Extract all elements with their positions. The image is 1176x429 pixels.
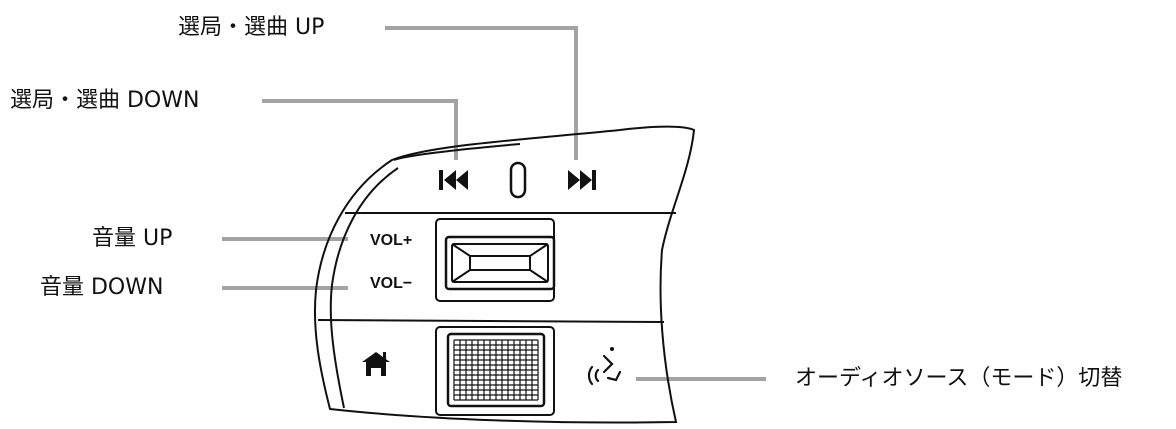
leader-lines [222,26,766,381]
panel-inner-edge [329,167,399,409]
panel-top-rim [393,143,521,161]
skip-next-icon[interactable] [568,170,596,190]
voice-recognition-icon[interactable] [587,347,622,386]
pill-button-icon[interactable] [509,161,527,199]
audio-source-label: オーディオソース（モード）切替 [795,366,1123,391]
home-icon[interactable] [362,352,390,376]
audio-source-wheel-housing [435,326,555,416]
seek-up-label: 選局・選曲 UP [178,15,325,40]
vol-minus-label: VOL− [370,275,413,292]
seek-down-label: 選局・選曲 DOWN [10,88,200,113]
audio-source-wheel[interactable] [446,332,546,408]
volume-rocker-bevel [451,243,549,283]
volume-down-label: 音量 DOWN [40,275,164,300]
panel-outline [313,125,696,424]
divider-lower [317,319,665,323]
leader-line-seek-down [262,99,458,160]
leader-line-seek-up [385,26,578,160]
vol-plus-label: VOL+ [370,232,413,249]
volume-up-label: 音量 UP [92,226,173,251]
volume-rocker-inner [451,243,549,283]
skip-previous-icon[interactable] [439,170,468,190]
volume-rocker-button[interactable] [444,235,556,291]
switch-panel [313,125,696,424]
wheel-knurl [453,339,539,401]
